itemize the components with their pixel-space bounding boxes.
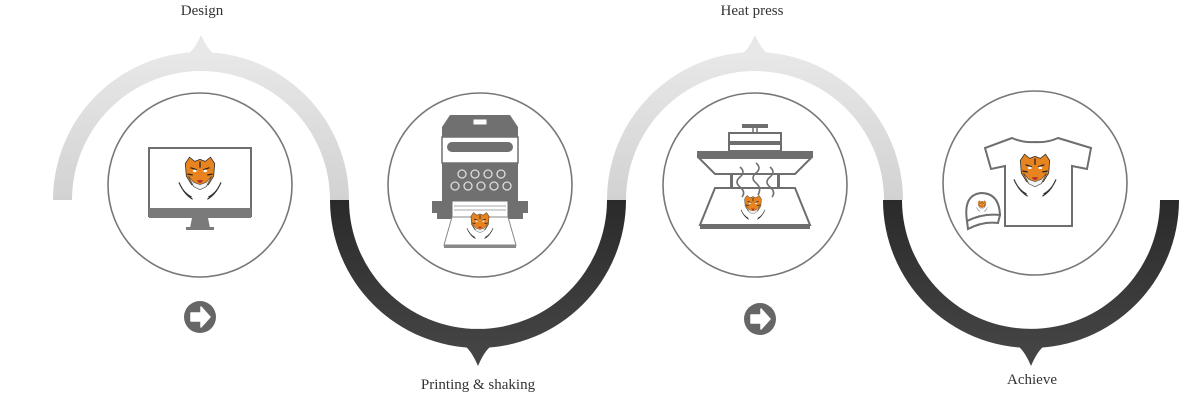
cap-icon [965, 191, 1002, 231]
dtf-printer-icon [432, 115, 528, 248]
arc-achieve [883, 200, 1179, 348]
arc-printing [330, 200, 626, 348]
arc-design [53, 52, 349, 200]
heat-press-icon [696, 124, 814, 229]
arc-pointer-heat-press [738, 35, 772, 56]
step-label-design: Design [180, 3, 224, 19]
arc-pointer-design [184, 35, 218, 56]
arc-pointer-printing [461, 344, 495, 366]
arc-track [53, 35, 1179, 366]
monitor-with-tiger-icon [148, 147, 252, 230]
arc-pointer-achieve [1014, 344, 1048, 366]
step-label-printing: Printing & shaking [420, 377, 536, 393]
next-step-button-2[interactable] [744, 303, 776, 335]
step-label-achieve: Achieve [1007, 372, 1057, 388]
step-label-heat-press: Heat press [720, 3, 784, 19]
arc-heat-press [607, 52, 903, 200]
next-step-button-1[interactable] [184, 301, 216, 333]
tshirt-and-cap-icon [965, 136, 1093, 231]
step-circle-heat-press [662, 92, 848, 278]
